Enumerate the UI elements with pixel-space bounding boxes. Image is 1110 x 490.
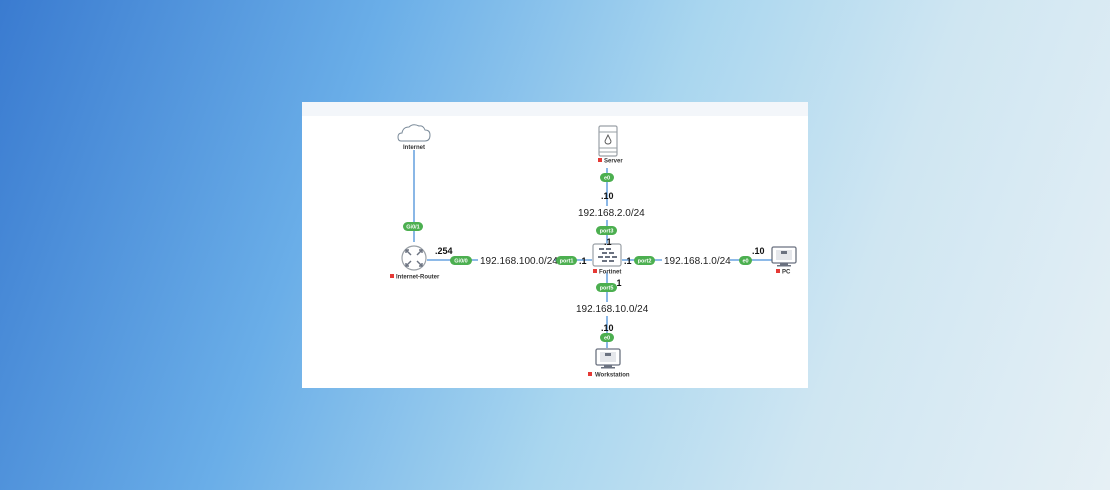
cloud-icon: [397, 124, 431, 142]
server-ip: .10: [601, 191, 614, 201]
firewall-status-indicator: [593, 269, 597, 273]
subnet-server: 192.168.2.0/24: [578, 208, 645, 219]
firewall-port1[interactable]: port1: [556, 256, 577, 265]
subnet-server-bg: [576, 206, 646, 220]
canvas-header-bar: [302, 102, 808, 116]
firewall-ip-bottom: .1: [614, 278, 622, 288]
firewall-port5[interactable]: port5: [596, 283, 617, 292]
pc-ip: .10: [752, 246, 765, 256]
subnet-wan-bg: [478, 253, 554, 267]
subnet-workstation-bg: [574, 302, 648, 316]
router-status-indicator: [390, 274, 394, 278]
svg-text:e0: e0: [604, 176, 610, 182]
server-status-indicator: [598, 158, 602, 162]
workstation-label: Workstation: [595, 373, 630, 379]
subnet-wan: 192.168.100.0/24: [480, 256, 558, 267]
internet-label: Internet: [403, 145, 425, 151]
topology-diagram: Internet Internet-Router .254 Gi0/1 Gi0/…: [390, 124, 797, 379]
router-ip: .254: [435, 246, 453, 256]
workstation-ip: .10: [601, 323, 614, 333]
router-port-gi01[interactable]: Gi0/1: [403, 222, 423, 231]
firewall-ip-left: .1: [579, 256, 587, 266]
firewall-ip-right: .1: [624, 256, 632, 266]
workstation-port-e0[interactable]: e0: [600, 333, 614, 342]
server-port-e0[interactable]: e0: [600, 173, 614, 182]
firewall-port3[interactable]: port3: [596, 226, 617, 235]
pc-label: PC: [782, 270, 791, 276]
topology-canvas: Internet Internet-Router .254 Gi0/1 Gi0/…: [302, 102, 808, 388]
svg-text:port3: port3: [600, 229, 614, 235]
router-node[interactable]: Internet-Router: [390, 245, 440, 281]
svg-text:e0: e0: [742, 259, 748, 265]
workstation-node[interactable]: Workstation: [588, 348, 630, 379]
firewall-node[interactable]: Fortinet: [592, 243, 622, 276]
internet-node[interactable]: Internet: [397, 124, 431, 151]
svg-text:Gi0/1: Gi0/1: [406, 225, 419, 231]
svg-text:e0: e0: [604, 336, 610, 342]
subnet-workstation: 192.168.10.0/24: [576, 304, 649, 315]
svg-text:port5: port5: [600, 286, 614, 292]
firewall-grid-icon: [598, 248, 617, 262]
server-drop-icon: [604, 133, 612, 145]
svg-text:port1: port1: [560, 259, 574, 265]
pc-status-indicator: [776, 269, 780, 273]
svg-text:port2: port2: [638, 259, 652, 265]
router-port-gi00[interactable]: Gi0/0: [450, 256, 472, 265]
pc-node[interactable]: PC: [771, 246, 797, 276]
firewall-label: Fortinet: [599, 270, 621, 276]
workstation-status-indicator: [588, 372, 592, 376]
subnet-pc: 192.168.1.0/24: [664, 256, 731, 267]
svg-text:Gi0/0: Gi0/0: [454, 259, 467, 265]
firewall-icon: [592, 243, 622, 267]
router-arrows-icon: [405, 249, 423, 267]
firewall-ip-top: .1: [604, 237, 612, 247]
firewall-port2[interactable]: port2: [634, 256, 655, 265]
pc-port-e0[interactable]: e0: [739, 256, 752, 265]
router-label: Internet-Router: [396, 275, 440, 281]
server-node[interactable]: Server: [598, 125, 623, 165]
server-label: Server: [604, 159, 623, 165]
subnet-pc-bg: [662, 253, 730, 267]
